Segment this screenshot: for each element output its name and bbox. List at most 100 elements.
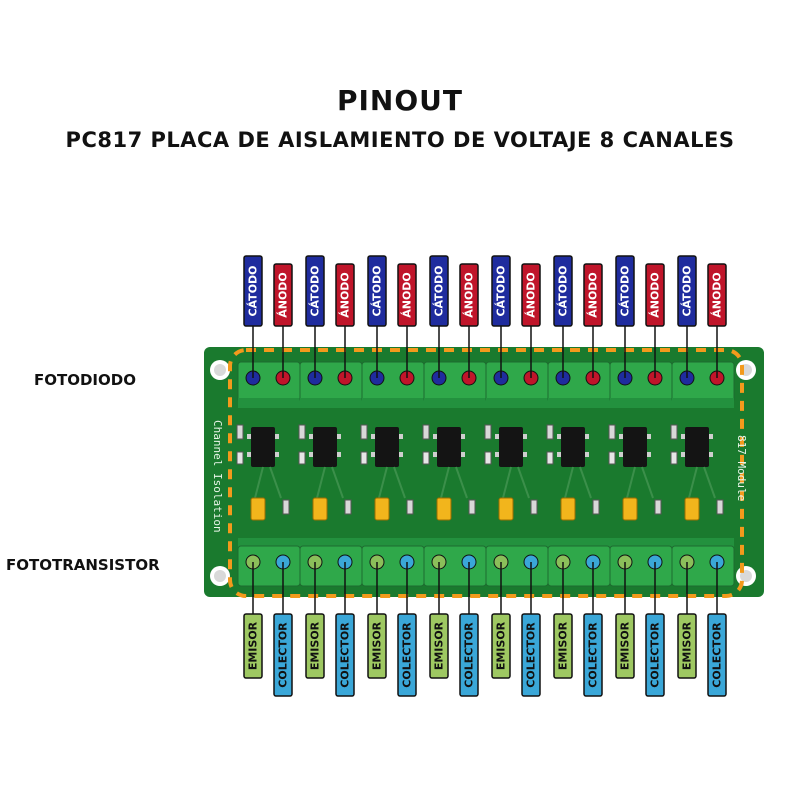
chip-leg (275, 452, 279, 457)
cathode-label: CÁTODO (681, 265, 694, 316)
pcb-trace (378, 466, 388, 499)
emitter-tag (305, 613, 325, 679)
anode-label: ÁNODO (463, 272, 476, 318)
jumper (622, 497, 638, 521)
pcb-trace (641, 466, 654, 499)
cathode-label: CÁTODO (557, 265, 570, 316)
anode-tag (335, 263, 355, 327)
collector-tag (335, 613, 355, 697)
anode-tag (273, 263, 293, 327)
resistor-small (344, 499, 352, 515)
bottom-terminal-base (362, 538, 424, 548)
chip-leg (709, 434, 713, 439)
chip-leg (309, 434, 313, 439)
resistor (422, 424, 430, 440)
pcb-trace (626, 466, 636, 499)
resistor (360, 424, 368, 440)
anode-tag (645, 263, 665, 327)
cathode-label: CÁTODO (247, 265, 260, 316)
cathode-tag (553, 255, 573, 327)
chip-leg (709, 452, 713, 457)
chip-leg (557, 434, 561, 439)
chip-leg (647, 452, 651, 457)
page-title: PINOUT (336, 84, 463, 117)
anode-label: ÁNODO (401, 272, 414, 318)
top-terminal-base (238, 398, 300, 408)
emitter-label: EMISOR (433, 621, 446, 670)
top-terminal-base (300, 398, 362, 408)
emitter-label: EMISOR (371, 621, 384, 670)
bottom-terminal-base (300, 538, 362, 548)
bottom-terminal-base (486, 538, 548, 548)
chip-leg (585, 452, 589, 457)
pcb-trace (316, 466, 326, 499)
cathode-tag (305, 255, 325, 327)
chip-leg (523, 434, 527, 439)
chip-leg (619, 434, 623, 439)
emitter-tag (615, 613, 635, 679)
cathode-tag (243, 255, 263, 327)
pcb-trace (440, 466, 450, 499)
jumper (684, 497, 700, 521)
emitter-label: EMISOR (309, 621, 322, 670)
anode-label: ÁNODO (277, 272, 290, 318)
pcb-trace (331, 466, 344, 499)
resistor (484, 424, 492, 440)
indicator-led (484, 451, 492, 465)
collector-label: COLECTOR (525, 622, 538, 688)
chip-leg (523, 452, 527, 457)
pcb-trace (393, 466, 406, 499)
collector-tag (459, 613, 479, 697)
collector-label: COLECTOR (711, 622, 724, 688)
resistor-small (592, 499, 600, 515)
top-terminal-base (486, 398, 548, 408)
anode-tag (459, 263, 479, 327)
bottom-terminal-base (238, 538, 300, 548)
pcb-trace (254, 466, 264, 499)
jumper (560, 497, 576, 521)
emitter-tag (243, 613, 263, 679)
cathode-tag (429, 255, 449, 327)
indicator-led (546, 451, 554, 465)
emitter-tag (429, 613, 449, 679)
chip-leg (399, 434, 403, 439)
pcb-trace (269, 466, 282, 499)
collector-label: COLECTOR (339, 622, 352, 688)
resistor (670, 424, 678, 440)
resistor-small (716, 499, 724, 515)
resistor-small (654, 499, 662, 515)
top-terminal-base (424, 398, 486, 408)
cathode-label: CÁTODO (371, 265, 384, 316)
jumper (498, 497, 514, 521)
top-terminal-base (610, 398, 672, 408)
chip-leg (337, 452, 341, 457)
resistor-small (468, 499, 476, 515)
emitter-tag (367, 613, 387, 679)
silk-left-text: Channel Isolation (211, 420, 224, 533)
pcb-trace (703, 466, 716, 499)
resistor-small (530, 499, 538, 515)
chip-leg (585, 434, 589, 439)
chip-leg (681, 434, 685, 439)
cathode-tag (491, 255, 511, 327)
top-terminal-base (362, 398, 424, 408)
anode-label: ÁNODO (525, 272, 538, 318)
indicator-led (360, 451, 368, 465)
chip-leg (681, 452, 685, 457)
optocoupler-chip (561, 427, 585, 467)
jumper (312, 497, 328, 521)
board-outline-dashed (228, 348, 744, 598)
top-terminal-base (672, 398, 734, 408)
anode-tag (707, 263, 727, 327)
silk-right-text: 817 Module (735, 435, 748, 501)
collector-tag (583, 613, 603, 697)
collector-label: COLECTOR (463, 622, 476, 688)
chip-leg (399, 452, 403, 457)
collector-label: COLECTOR (649, 622, 662, 688)
anode-label: ÁNODO (649, 272, 662, 318)
collector-label: COLECTOR (401, 622, 414, 688)
optocoupler-chip (685, 427, 709, 467)
indicator-led (236, 451, 244, 465)
jumper (374, 497, 390, 521)
pcb-trace (455, 466, 468, 499)
